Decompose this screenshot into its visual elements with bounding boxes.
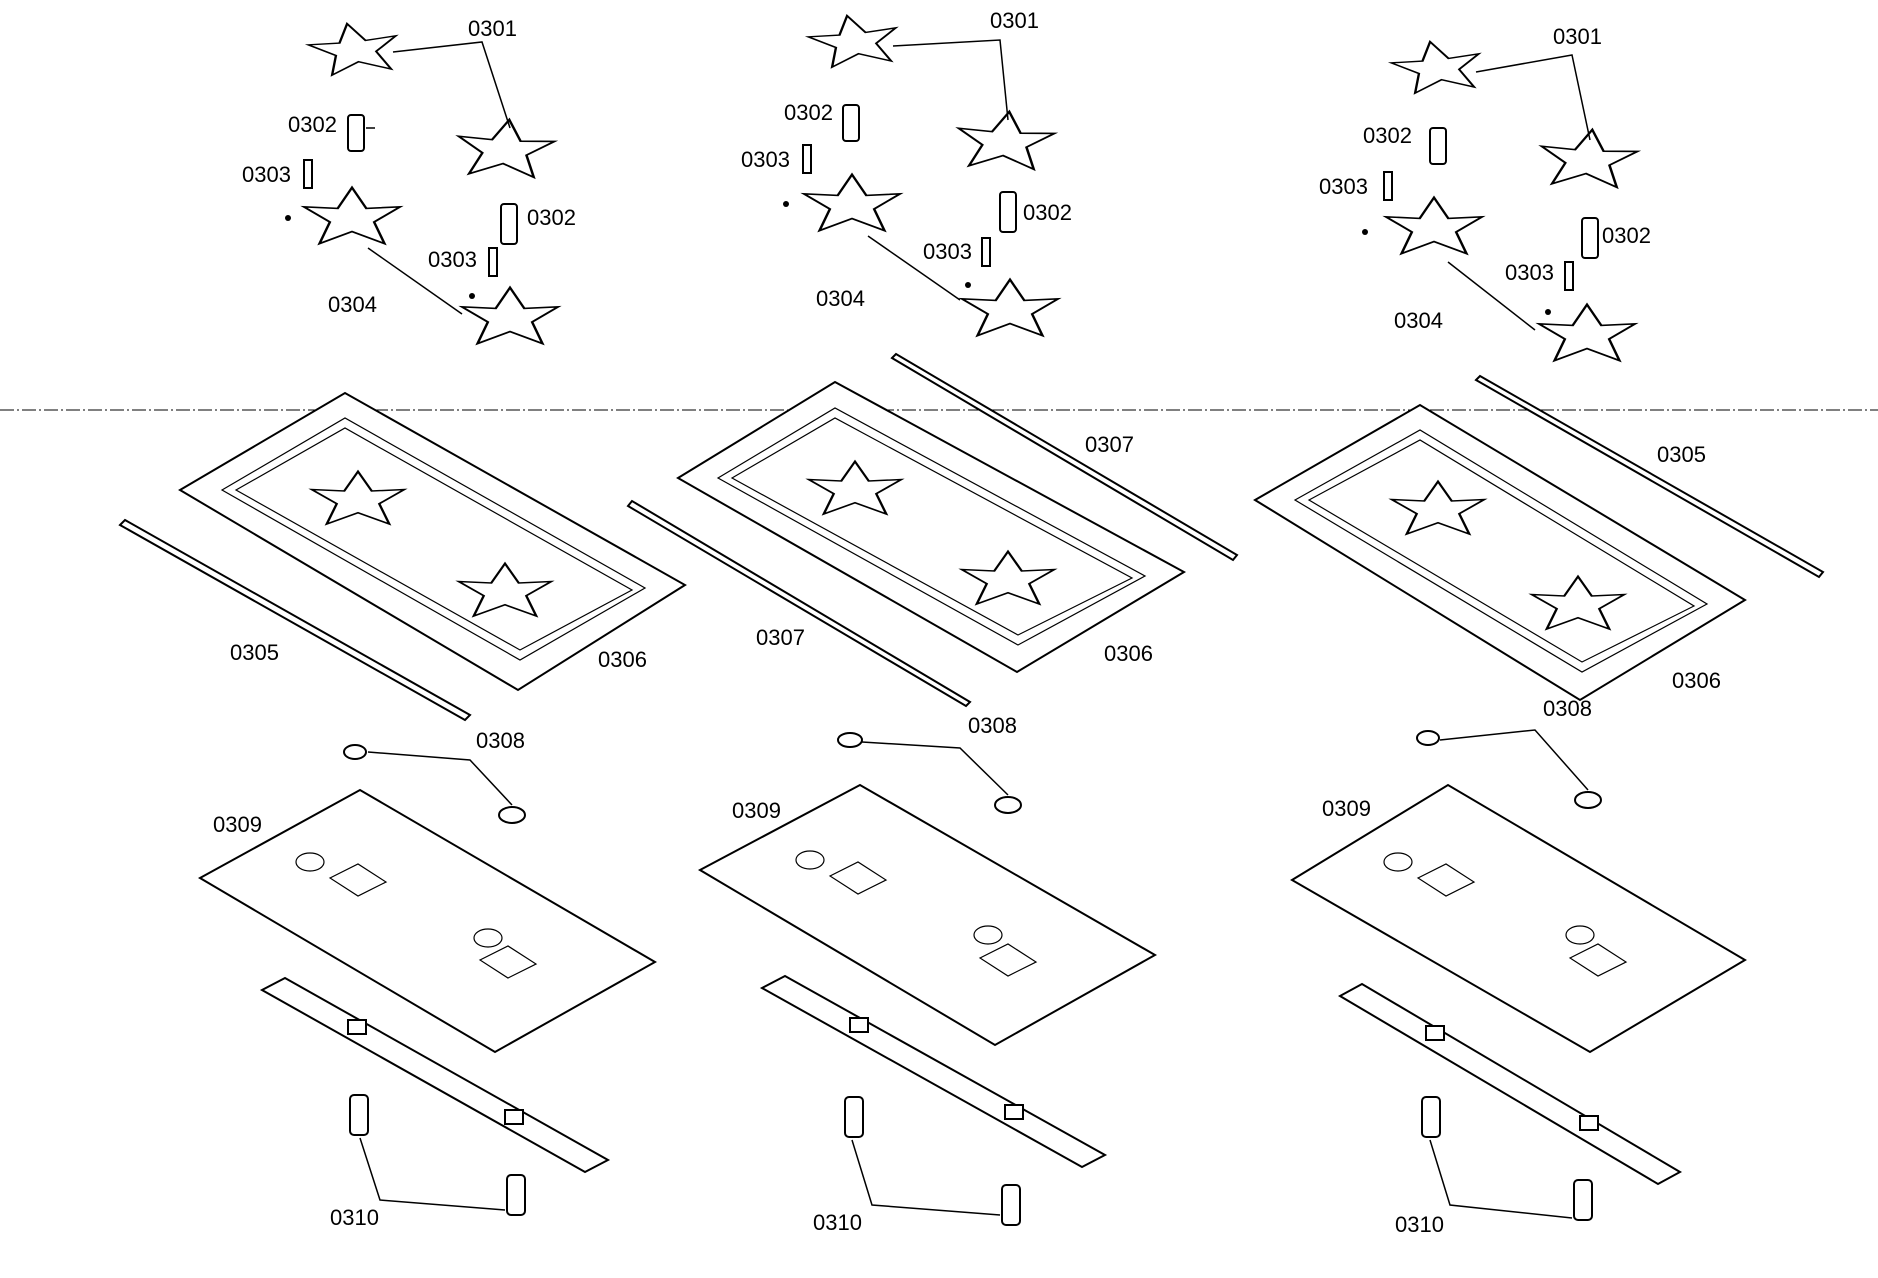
part-label-0310: 0310 bbox=[330, 1205, 379, 1230]
part-label-0310: 0310 bbox=[1395, 1212, 1444, 1237]
part-label-0309: 0309 bbox=[732, 798, 781, 823]
grommet bbox=[1416, 730, 1440, 746]
hob-plate bbox=[1253, 403, 1747, 702]
base-panel bbox=[1290, 783, 1747, 1054]
screw-dot bbox=[469, 293, 475, 299]
part-label-0304: 0304 bbox=[816, 286, 865, 311]
part-label-0302: 0302 bbox=[1602, 223, 1651, 248]
bracket-fixture bbox=[1004, 1104, 1024, 1120]
burner-cap bbox=[952, 107, 1059, 172]
part-label-0301: 0301 bbox=[468, 16, 517, 41]
burner-body bbox=[302, 186, 402, 245]
grommet bbox=[837, 732, 863, 748]
grommet bbox=[1574, 791, 1602, 809]
bracket-fixture bbox=[347, 1019, 367, 1035]
burner-cap bbox=[1385, 36, 1490, 96]
screw-dot bbox=[285, 215, 291, 221]
nozzle bbox=[1564, 261, 1574, 291]
part-label-0303: 0303 bbox=[923, 239, 972, 264]
base-panel bbox=[697, 783, 1158, 1047]
burner-body bbox=[1384, 196, 1484, 255]
bracket-fixture bbox=[504, 1109, 524, 1125]
hob-plate bbox=[676, 380, 1187, 674]
part-label-rail: 0307 bbox=[1085, 432, 1134, 457]
hob-plate bbox=[178, 391, 687, 692]
grommet bbox=[994, 796, 1022, 814]
grommet bbox=[498, 806, 526, 824]
part-label-0306: 0306 bbox=[1672, 668, 1721, 693]
burner-body bbox=[1537, 303, 1637, 362]
side-rail bbox=[1474, 374, 1825, 579]
part-label-rail: 0305 bbox=[1657, 442, 1706, 467]
screw-dot bbox=[783, 201, 789, 207]
part-label-0308: 0308 bbox=[1543, 696, 1592, 721]
screw-dot bbox=[1545, 309, 1551, 315]
grommet bbox=[343, 744, 367, 760]
nozzle bbox=[303, 159, 313, 189]
base-panel bbox=[197, 788, 658, 1054]
side-rail bbox=[890, 352, 1239, 562]
burner-body bbox=[460, 286, 560, 345]
gas-valve bbox=[1573, 1179, 1593, 1221]
part-label-0302: 0302 bbox=[1023, 200, 1072, 225]
gas-valve bbox=[1421, 1096, 1441, 1138]
gas-valve bbox=[1001, 1184, 1021, 1226]
burner-cap bbox=[452, 115, 559, 180]
part-label-0308: 0308 bbox=[968, 713, 1017, 738]
part-label-0304: 0304 bbox=[328, 292, 377, 317]
burner-body bbox=[802, 173, 902, 232]
part-label-0304: 0304 bbox=[1394, 308, 1443, 333]
part-label-0303: 0303 bbox=[1319, 174, 1368, 199]
nozzle bbox=[1383, 171, 1393, 201]
part-label-0302: 0302 bbox=[1363, 123, 1412, 148]
burner-body bbox=[960, 278, 1060, 337]
burner-cap bbox=[1535, 125, 1642, 190]
injector bbox=[1429, 127, 1447, 165]
part-label-0302: 0302 bbox=[784, 100, 833, 125]
injector bbox=[1581, 217, 1599, 259]
part-label-0303: 0303 bbox=[242, 162, 291, 187]
part-label-rail: 0305 bbox=[230, 640, 279, 665]
injector bbox=[842, 104, 860, 142]
gas-valve bbox=[844, 1096, 864, 1138]
part-label-0306: 0306 bbox=[1104, 641, 1153, 666]
part-label-0303: 0303 bbox=[1505, 260, 1554, 285]
part-label-0303: 0303 bbox=[741, 147, 790, 172]
assembly-column-2: 0301 0302 0302 0303 0303 0304 0307 0307 … bbox=[626, 8, 1239, 1235]
gas-valve bbox=[506, 1174, 526, 1216]
side-rail bbox=[118, 518, 472, 722]
burner-cap bbox=[302, 18, 407, 78]
burner-cap bbox=[802, 10, 907, 70]
bracket-fixture bbox=[849, 1017, 869, 1033]
nozzle bbox=[802, 144, 812, 174]
nozzle bbox=[981, 237, 991, 267]
part-label-0302: 0302 bbox=[288, 112, 337, 137]
part-label-0303: 0303 bbox=[428, 247, 477, 272]
screw-dot bbox=[1362, 229, 1368, 235]
part-label-0308: 0308 bbox=[476, 728, 525, 753]
gas-valve bbox=[349, 1094, 369, 1136]
injector bbox=[500, 203, 518, 245]
part-label-0302: 0302 bbox=[527, 205, 576, 230]
part-label-0301: 0301 bbox=[990, 8, 1039, 33]
part-label-0301: 0301 bbox=[1553, 24, 1602, 49]
part-label-0309: 0309 bbox=[213, 812, 262, 837]
assembly-column-3: 0301 0302 0302 0303 0303 0304 0305 0306 … bbox=[1253, 24, 1825, 1237]
injector bbox=[347, 114, 365, 152]
part-label-rail: 0307 bbox=[756, 625, 805, 650]
bracket-fixture bbox=[1425, 1025, 1445, 1041]
side-rail bbox=[626, 499, 972, 708]
injector bbox=[999, 191, 1017, 233]
part-label-0309: 0309 bbox=[1322, 796, 1371, 821]
assembly-column-1: 0301 0302 0302 0303 0303 0304 0305 0306 … bbox=[118, 16, 687, 1230]
nozzle bbox=[488, 247, 498, 277]
part-label-0310: 0310 bbox=[813, 1210, 862, 1235]
screw-dot bbox=[965, 282, 971, 288]
bracket-fixture bbox=[1579, 1115, 1599, 1131]
part-label-0306: 0306 bbox=[598, 647, 647, 672]
